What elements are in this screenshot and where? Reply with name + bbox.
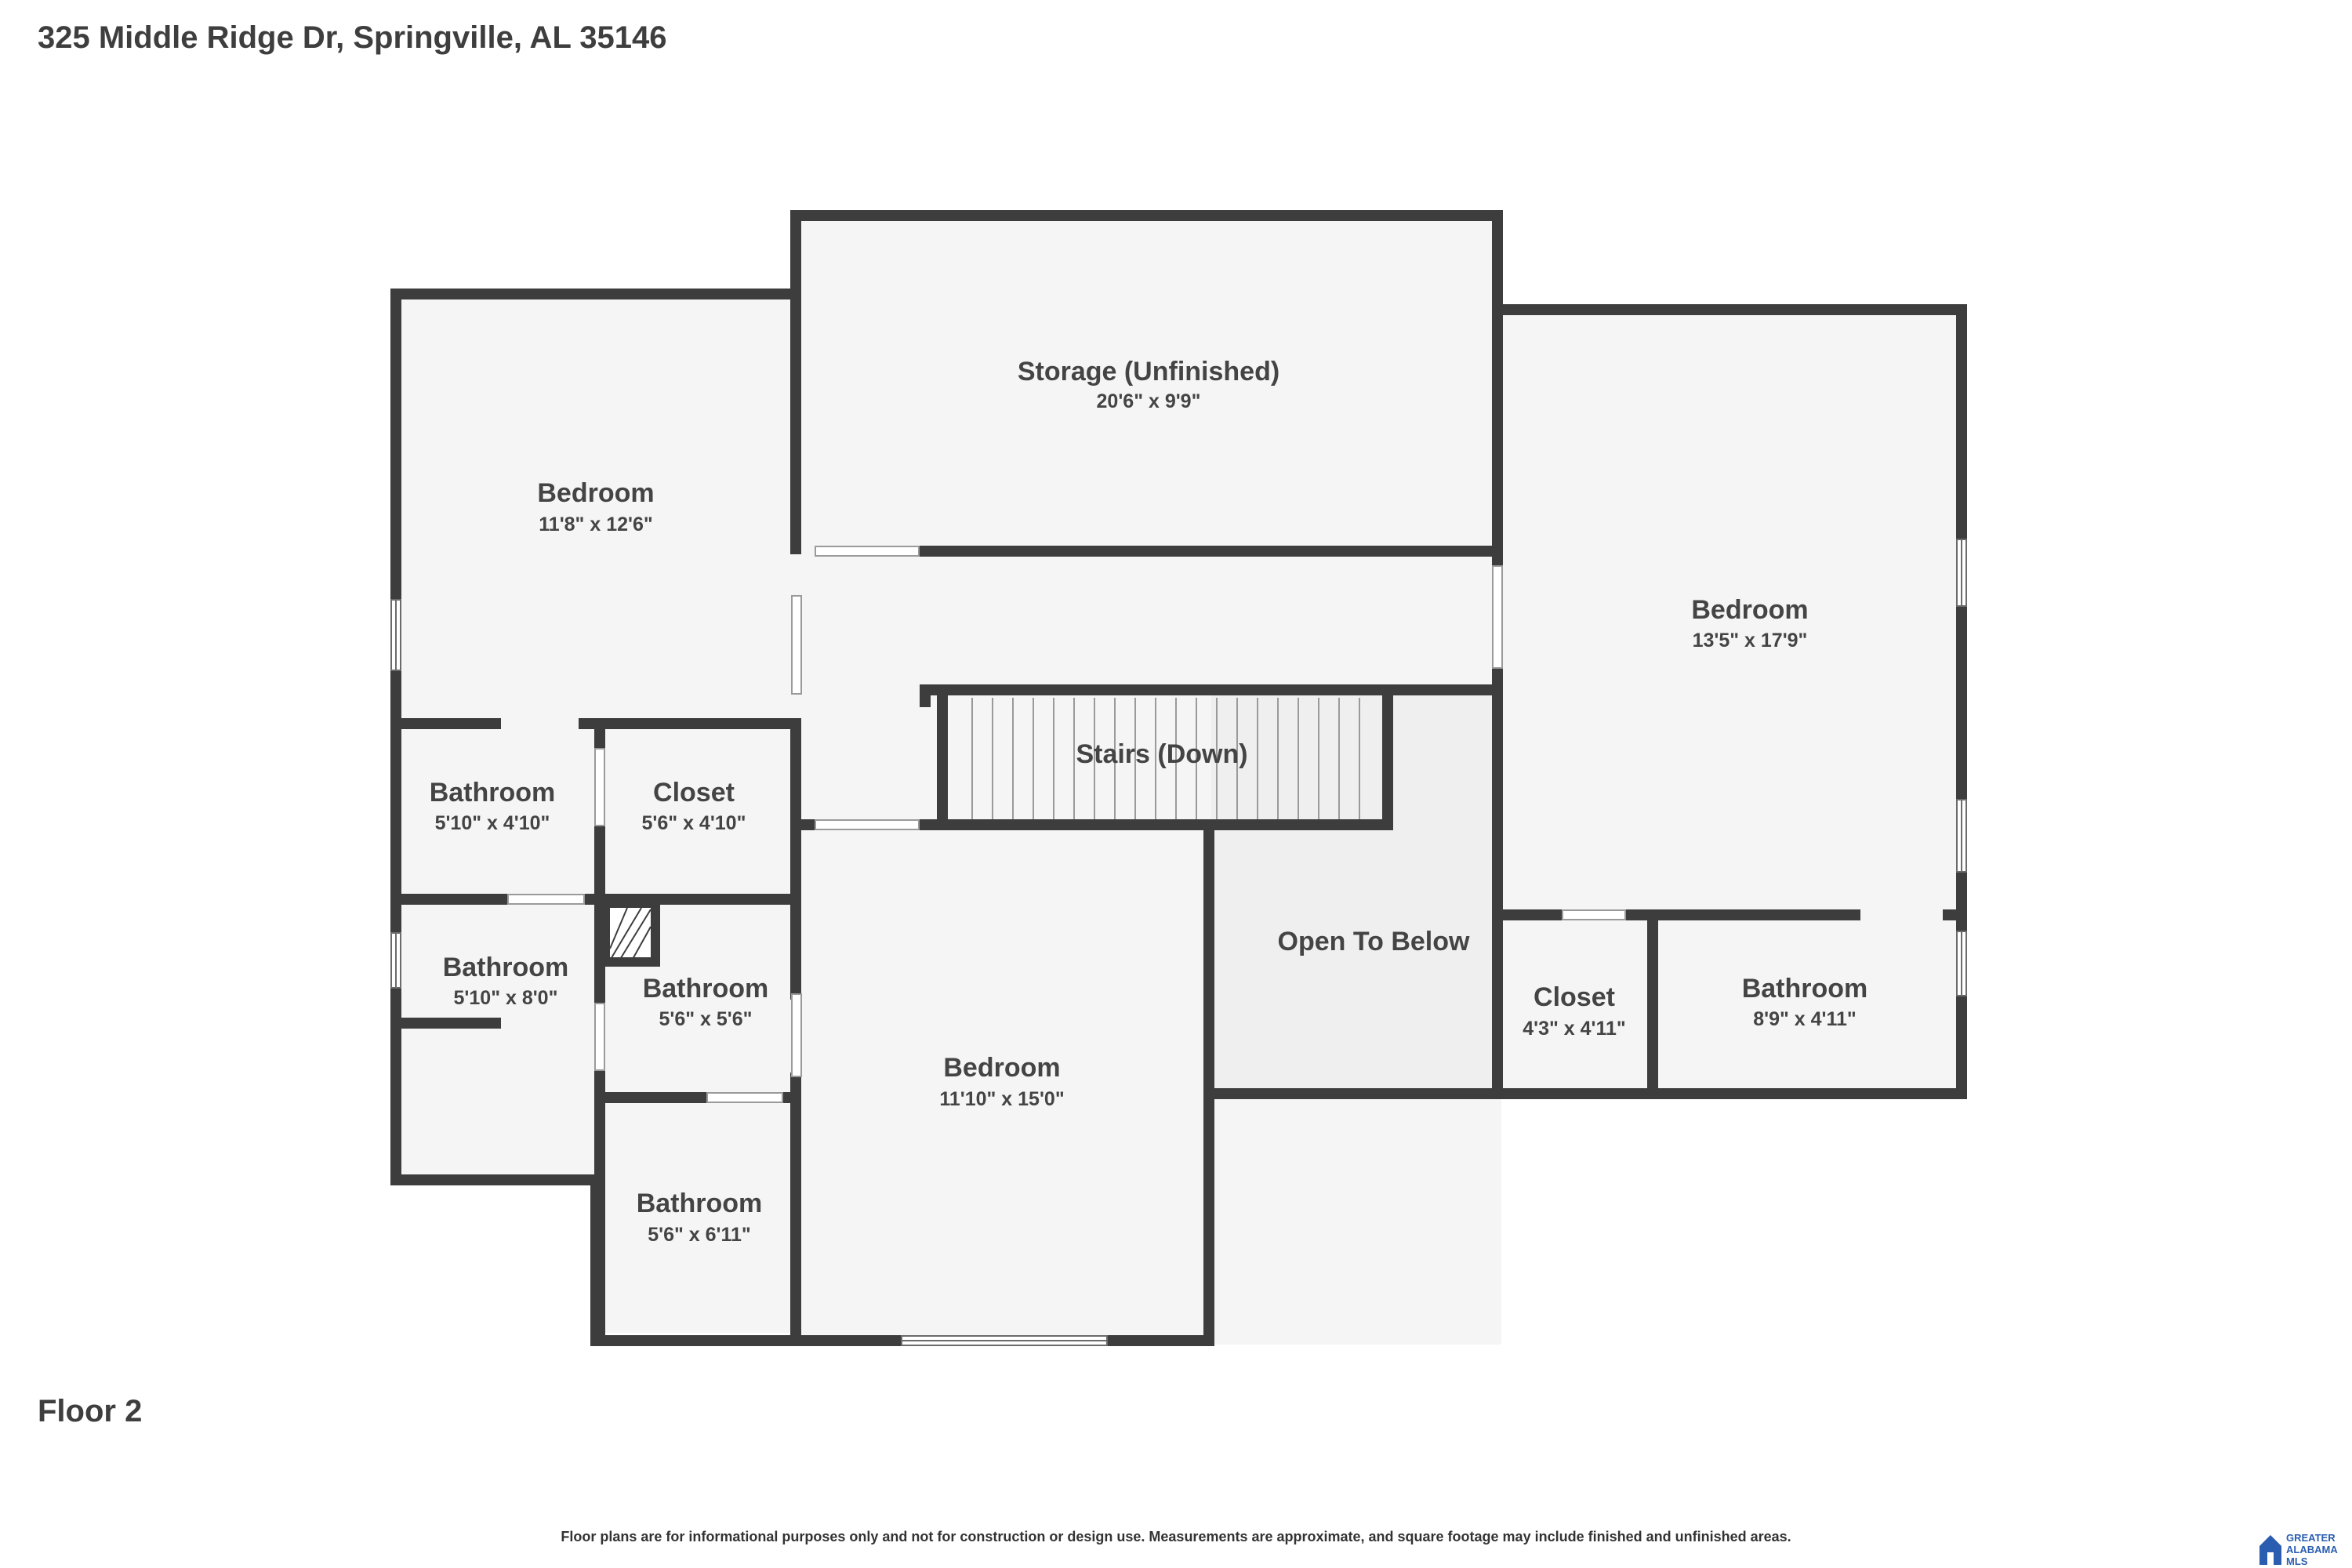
windows bbox=[390, 539, 1967, 1346]
house-icon bbox=[2259, 1535, 2281, 1565]
room-name-bath-a: Bathroom bbox=[430, 778, 556, 808]
hatched-shaft bbox=[601, 898, 660, 967]
room-dims-storage: 20'6" x 9'9" bbox=[1097, 390, 1201, 412]
room-dims-bath-b: 5'10" x 8'0" bbox=[454, 987, 558, 1009]
room-dims-bath-d: 5'6" x 6'11" bbox=[648, 1224, 751, 1246]
room-dims-bedroom-s: 11'10" x 15'0" bbox=[939, 1088, 1064, 1110]
room-name-bedroom-e: Bedroom bbox=[1691, 595, 1808, 625]
logo-text-line-2: ALABAMA bbox=[2286, 1544, 2338, 1555]
room-dims-closet-e: 4'3" x 4'11" bbox=[1523, 1018, 1626, 1040]
room-labels: Storage (Unfinished) 20'6" x 9'9" Bedroo… bbox=[430, 357, 1868, 1246]
room-name-stairs: Stairs (Down) bbox=[1076, 739, 1247, 769]
room-dims-bath-a: 5'10" x 4'10" bbox=[435, 812, 550, 834]
room-name-bath-c: Bathroom bbox=[643, 974, 769, 1004]
room-name-bath-d: Bathroom bbox=[637, 1189, 763, 1218]
room-name-bath-e: Bathroom bbox=[1742, 974, 1868, 1004]
room-dims-bedroom-e: 13'5" x 17'9" bbox=[1693, 630, 1808, 652]
room-name-storage: Storage (Unfinished) bbox=[1018, 357, 1279, 387]
logo-text-line-3: MLS bbox=[2286, 1555, 2308, 1566]
room-name-bedroom-s: Bedroom bbox=[943, 1053, 1060, 1083]
room-name-closet-w: Closet bbox=[653, 778, 735, 808]
room-name-bath-b: Bathroom bbox=[443, 953, 569, 982]
open-to-below-area bbox=[1211, 690, 1501, 1094]
floor-label: Floor 2 bbox=[38, 1394, 143, 1428]
room-dims-closet-w: 5'6" x 4'10" bbox=[642, 812, 746, 834]
room-name-open-to-below: Open To Below bbox=[1278, 927, 1470, 956]
mls-logo: GREATER ALABAMA MLS bbox=[2259, 1532, 2338, 1566]
door-openings bbox=[507, 546, 1626, 1103]
room-dims-bath-c: 5'6" x 5'6" bbox=[659, 1008, 752, 1030]
disclaimer-text: Floor plans are for informational purpos… bbox=[561, 1529, 1791, 1544]
stair-treads bbox=[971, 698, 1360, 819]
room-dims-bedroom-nw: 11'8" x 12'6" bbox=[539, 514, 652, 535]
property-address: 325 Middle Ridge Dr, Springville, AL 351… bbox=[38, 20, 667, 55]
room-dims-bath-e: 8'9" x 4'11" bbox=[1753, 1008, 1857, 1030]
room-name-bedroom-nw: Bedroom bbox=[537, 478, 654, 508]
room-name-closet-e: Closet bbox=[1534, 982, 1615, 1012]
logo-text-line-1: GREATER bbox=[2286, 1532, 2336, 1544]
